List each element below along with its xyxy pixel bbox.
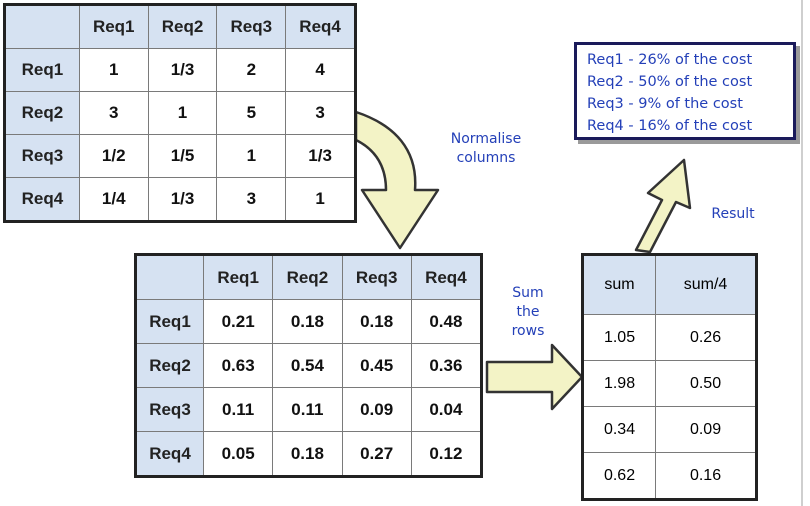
matrix-b-cell: 0.54: [272, 343, 343, 388]
matrix-b-cell: 0.05: [202, 431, 274, 476]
matrix-a-row: Req3 1/2 1/5 1 1/3: [5, 134, 355, 178]
matrix-a-cell: 1/2: [78, 134, 149, 178]
pairwise-comparison-matrix: Req1 Req2 Req3 Req4 Req1 1 1/3 2 4 Req2 …: [3, 3, 357, 223]
matrix-b-col-header: Req3: [341, 255, 412, 300]
matrix-c-cell: 1.05: [582, 314, 657, 361]
matrix-b-col-header: Req1: [202, 255, 274, 300]
matrix-a-cell: 4: [285, 48, 355, 92]
matrix-a-col-header: Req3: [216, 5, 287, 49]
matrix-b-row-header: Req3: [136, 387, 204, 432]
sum-label-line: rows: [511, 323, 545, 339]
matrix-a-cell: 1: [216, 134, 287, 178]
result-line: Req2 - 50% of the cost: [587, 74, 753, 90]
matrix-a-cell: 2: [216, 48, 287, 92]
normalise-label-line: columns: [456, 150, 516, 166]
result-label: Result: [711, 206, 755, 222]
sum-rows-arrow: [485, 343, 584, 411]
matrix-b-cell: 0.04: [410, 387, 482, 432]
matrix-b-cell: 0.45: [341, 343, 412, 388]
matrix-b-cell: 0.12: [410, 431, 482, 476]
matrix-b-header-row: Req1 Req2 Req3 Req4: [136, 255, 482, 300]
sum-label-line: Sum: [512, 285, 544, 301]
matrix-a-cell: 1/3: [285, 134, 355, 178]
matrix-b-row: Req2 0.63 0.54 0.45 0.36: [136, 343, 482, 388]
matrix-b-row-header: Req2: [136, 343, 204, 388]
matrix-a-corner-cell: [5, 5, 80, 49]
matrix-c-cell: 0.26: [655, 314, 756, 361]
matrix-b-row: Req4 0.05 0.18 0.27 0.12: [136, 431, 482, 476]
matrix-a-cell: 1/3: [147, 48, 218, 92]
row-sums-table: sum sum/4 1.05 0.26 1.98 0.50 0.34 0.09 …: [581, 253, 758, 501]
matrix-b-col-header: Req4: [410, 255, 482, 300]
matrix-a-row: Req4 1/4 1/3 3 1: [5, 177, 355, 221]
matrix-c-cell: 0.34: [582, 406, 657, 453]
normalise-arrow: [354, 110, 440, 250]
matrix-a-row-header: Req3: [5, 134, 80, 178]
matrix-b-row-header: Req4: [136, 431, 204, 476]
matrix-c-cell: 0.50: [655, 360, 756, 407]
matrix-a-header-row: Req1 Req2 Req3 Req4: [5, 5, 355, 49]
matrix-b-corner-cell: [136, 255, 204, 300]
result-line: Req3 - 9% of the cost: [587, 96, 743, 112]
matrix-a-cell: 5: [216, 91, 287, 135]
matrix-b-cell: 0.11: [202, 387, 274, 432]
matrix-a-col-header: Req2: [147, 5, 218, 49]
matrix-c-cell: 0.62: [582, 452, 657, 499]
matrix-c-cell: 0.09: [655, 406, 756, 453]
matrix-b-col-header: Req2: [272, 255, 343, 300]
matrix-c-row: 0.62 0.16: [582, 452, 756, 499]
matrix-c-cell: 0.16: [655, 452, 756, 499]
matrix-a-row-header: Req1: [5, 48, 80, 92]
matrix-c-row: 0.34 0.09: [582, 406, 756, 453]
matrix-b-row: Req3 0.11 0.11 0.09 0.04: [136, 387, 482, 432]
matrix-c-header-row: sum sum/4: [582, 255, 756, 315]
matrix-c-col-header: sum/4: [655, 255, 756, 315]
matrix-b-cell: 0.27: [341, 431, 412, 476]
matrix-a-row: Req1 1 1/3 2 4: [5, 48, 355, 92]
matrix-c-row: 1.05 0.26: [582, 314, 756, 361]
matrix-b-cell: 0.21: [202, 299, 274, 344]
result-line: Req1 - 26% of the cost: [587, 52, 753, 68]
matrix-a-cell: 3: [78, 91, 149, 135]
normalised-matrix: Req1 Req2 Req3 Req4 Req1 0.21 0.18 0.18 …: [134, 253, 483, 478]
normalise-columns-label: Normalise columns: [436, 130, 536, 168]
matrix-a-row-header: Req2: [5, 91, 80, 135]
matrix-a-row: Req2 3 1 5 3: [5, 91, 355, 135]
matrix-c-col-header: sum: [582, 255, 657, 315]
sum-rows-label: Sum the rows: [498, 284, 558, 341]
result-line: Req4 - 16% of the cost: [587, 118, 753, 134]
matrix-b-cell: 0.11: [272, 387, 343, 432]
matrix-a-cell: 3: [285, 91, 355, 135]
matrix-b-cell: 0.48: [410, 299, 482, 344]
matrix-b-row: Req1 0.21 0.18 0.18 0.48: [136, 299, 482, 344]
matrix-c-cell: 1.98: [582, 360, 657, 407]
sum-label-line: the: [516, 304, 540, 320]
matrix-b-cell: 0.36: [410, 343, 482, 388]
matrix-a-cell: 1: [147, 91, 218, 135]
matrix-b-cell: 0.63: [202, 343, 274, 388]
matrix-a-cell: 1: [285, 177, 355, 221]
matrix-c-row: 1.98 0.50: [582, 360, 756, 407]
matrix-b-cell: 0.09: [341, 387, 412, 432]
matrix-b-row-header: Req1: [136, 299, 204, 344]
matrix-a-col-header: Req1: [78, 5, 149, 49]
right-edge-divider: [801, 0, 803, 506]
result-arrow: [634, 158, 692, 254]
matrix-a-cell: 1/4: [78, 177, 149, 221]
matrix-a-cell: 3: [216, 177, 287, 221]
matrix-a-cell: 1: [78, 48, 149, 92]
matrix-a-col-header: Req4: [285, 5, 355, 49]
matrix-a-row-header: Req4: [5, 177, 80, 221]
matrix-b-cell: 0.18: [341, 299, 412, 344]
normalise-label-line: Normalise: [450, 131, 522, 147]
matrix-a-cell: 1/5: [147, 134, 218, 178]
matrix-a-cell: 1/3: [147, 177, 218, 221]
result-box: Req1 - 26% of the cost Req2 - 50% of the…: [574, 42, 796, 140]
matrix-b-cell: 0.18: [272, 431, 343, 476]
matrix-b-cell: 0.18: [272, 299, 343, 344]
